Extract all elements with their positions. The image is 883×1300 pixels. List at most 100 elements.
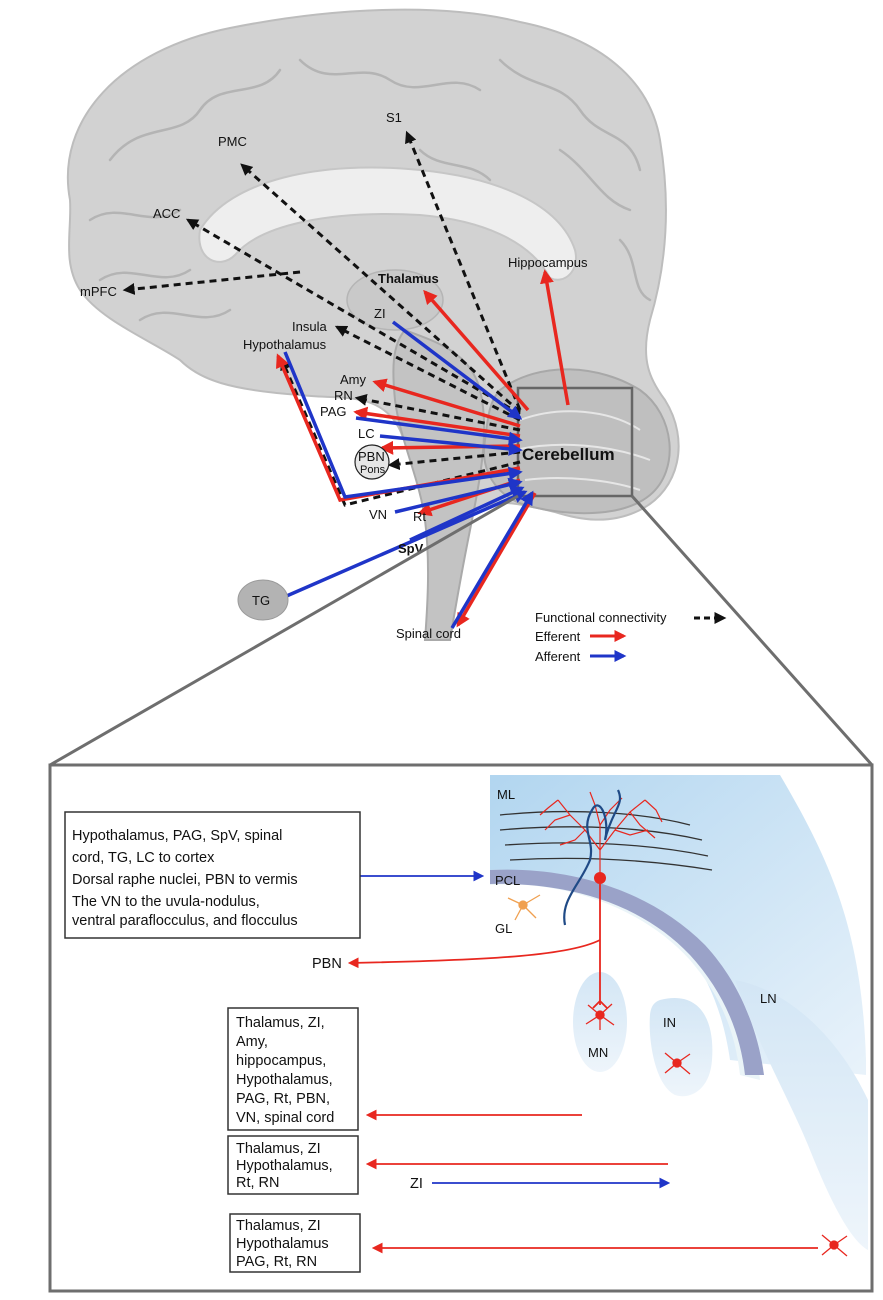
afferent-box bbox=[64, 811, 361, 939]
svg-text:Thalamus, ZI: Thalamus, ZI bbox=[236, 1218, 321, 1234]
spinal-cord-label: Spinal cord bbox=[396, 626, 461, 641]
legend-efferent-label: Efferent bbox=[535, 629, 581, 644]
nuclear-neurons bbox=[585, 1003, 848, 1257]
nucleus-in-label: IN bbox=[663, 1015, 676, 1030]
ln-target-box-text: Thalamus, ZI Hypothalamus PAG, Rt, RN bbox=[236, 1218, 329, 1270]
eff-arrow-spinal bbox=[456, 492, 537, 628]
svg-text:Thalamus, ZI,: Thalamus, ZI, bbox=[236, 1015, 325, 1031]
fc-arrow-s1 bbox=[405, 130, 522, 411]
tg-node bbox=[237, 579, 289, 621]
zi-label: ZI bbox=[374, 306, 386, 321]
svg-text:PAG, Rt, PBN,: PAG, Rt, PBN, bbox=[236, 1091, 330, 1107]
fc-path-hypothalamus bbox=[280, 357, 521, 507]
nucleus-ln-label: LN bbox=[760, 991, 777, 1006]
inset-pbn-arrow bbox=[347, 939, 601, 969]
rt-label: Rt bbox=[413, 509, 426, 524]
fc-arrow-insula bbox=[334, 325, 521, 422]
layer-pcl-label: PCL bbox=[495, 873, 520, 888]
in-target-box-text: Thalamus, ZI Hypothalamus, Rt, RN bbox=[236, 1141, 333, 1191]
pmc-label: PMC bbox=[218, 134, 247, 149]
layer-ml-label: ML bbox=[497, 787, 515, 802]
svg-text:Rt, RN: Rt, RN bbox=[236, 1175, 280, 1191]
legend-functional-label: Functional connectivity bbox=[535, 610, 667, 625]
acc-label: ACC bbox=[153, 206, 180, 221]
inset-zi-label: ZI bbox=[410, 1176, 423, 1192]
ln-neuron bbox=[821, 1234, 848, 1257]
layer-gl-label: GL bbox=[495, 921, 512, 936]
pons-label: Pons bbox=[360, 464, 386, 476]
svg-text:VN, spinal cord: VN, spinal cord bbox=[236, 1110, 334, 1126]
zoom-line-right bbox=[630, 495, 874, 766]
fc-arrow-rn bbox=[354, 393, 521, 432]
s1-label: S1 bbox=[386, 110, 402, 125]
aff-arrow-spv bbox=[409, 486, 525, 542]
aff-arrow-vn bbox=[394, 477, 523, 514]
hypothalamus-label: Hypothalamus bbox=[243, 337, 327, 352]
lc-label: LC bbox=[358, 426, 375, 441]
cerebellum-folia bbox=[514, 410, 651, 491]
fc-arrow-pmc bbox=[240, 163, 521, 414]
pbn-label: PBN bbox=[358, 449, 385, 464]
fc-arrow-pbn bbox=[387, 450, 521, 471]
svg-text:ventral paraflocculus, and flo: ventral paraflocculus, and flocculus bbox=[72, 913, 298, 929]
aff-path-hypothalamus bbox=[283, 351, 523, 499]
rn-label: RN bbox=[334, 388, 353, 403]
svg-text:Hypothalamus, PAG, SpV, spinal: Hypothalamus, PAG, SpV, spinal bbox=[72, 828, 282, 844]
svg-text:Amy,: Amy, bbox=[236, 1034, 268, 1050]
in-neuron bbox=[664, 1052, 691, 1075]
cerebellum-shape bbox=[483, 368, 671, 515]
svg-text:Hypothalamus: Hypothalamus bbox=[236, 1236, 329, 1252]
svg-text:Dorsal raphe nuclei, PBN to ve: Dorsal raphe nuclei, PBN to vermis bbox=[72, 872, 298, 888]
eff-arrow-thalamus bbox=[423, 289, 530, 412]
gyri-pattern bbox=[88, 58, 652, 322]
eff-arrow-pag bbox=[353, 406, 521, 438]
ln-target-box bbox=[229, 1213, 361, 1273]
fc-arrow-mpfc bbox=[122, 270, 301, 295]
inset-pbn-label: PBN bbox=[312, 956, 342, 972]
aff-arrow-lc bbox=[379, 434, 523, 456]
nucleus-in bbox=[649, 998, 713, 1097]
granular-layer bbox=[490, 869, 760, 1080]
purkinje-axon-terminal bbox=[592, 999, 608, 1009]
cerebellum-label: Cerebellum bbox=[522, 445, 615, 464]
legend: Functional connectivity Efferent Afferen… bbox=[535, 610, 727, 664]
basket-cell bbox=[507, 894, 541, 921]
eff-arrow-hippocampus bbox=[540, 269, 570, 406]
svg-text:Hypothalamus,: Hypothalamus, bbox=[236, 1158, 333, 1174]
svg-text:The VN to the uvula-nodulus,: The VN to the uvula-nodulus, bbox=[72, 894, 260, 910]
purkinje-layer-band bbox=[490, 869, 764, 1075]
vn-label: VN bbox=[369, 507, 387, 522]
thalamus-label: Thalamus bbox=[378, 271, 439, 286]
purkinje-soma bbox=[594, 872, 606, 884]
nucleus-mn-label: MN bbox=[588, 1045, 608, 1060]
purkinje-dendrites bbox=[539, 791, 663, 872]
svg-text:Hypothalamus,: Hypothalamus, bbox=[236, 1072, 333, 1088]
eff-arrow-amy bbox=[372, 378, 521, 428]
mn-target-box bbox=[227, 1007, 359, 1131]
brain-illustration bbox=[66, 8, 680, 641]
mpfc-label: mPFC bbox=[80, 284, 117, 299]
afferent-connections bbox=[281, 320, 534, 629]
insula-label: Insula bbox=[292, 319, 327, 334]
aff-arrow-spinal bbox=[450, 490, 534, 629]
svg-text:Thalamus, ZI: Thalamus, ZI bbox=[236, 1141, 321, 1157]
svg-text:PAG, Rt, RN: PAG, Rt, RN bbox=[236, 1254, 317, 1270]
legend-afferent-label: Afferent bbox=[535, 649, 581, 664]
functional-connections bbox=[122, 130, 522, 507]
mn-neuron bbox=[585, 1003, 615, 1030]
fc-arrow-acc bbox=[185, 218, 521, 416]
zoom-line-left bbox=[49, 494, 519, 767]
climbing-fiber bbox=[563, 789, 622, 926]
svg-text:hippocampus,: hippocampus, bbox=[236, 1053, 326, 1069]
afferent-box-text: Hypothalamus, PAG, SpV, spinal cord, TG,… bbox=[72, 828, 298, 929]
aff-arrow-pag bbox=[355, 416, 523, 446]
thalamus-region bbox=[346, 269, 444, 331]
aff-arrow-tg bbox=[281, 490, 528, 600]
pbn-circle bbox=[354, 444, 390, 480]
amy-label: Amy bbox=[340, 372, 367, 387]
hippocampus-label: Hippocampus bbox=[508, 255, 588, 270]
mn-target-box-text: Thalamus, ZI, Amy, hippocampus, Hypothal… bbox=[236, 1015, 334, 1126]
aff-arrow-zi bbox=[391, 320, 523, 420]
pag-label: PAG bbox=[320, 404, 347, 419]
